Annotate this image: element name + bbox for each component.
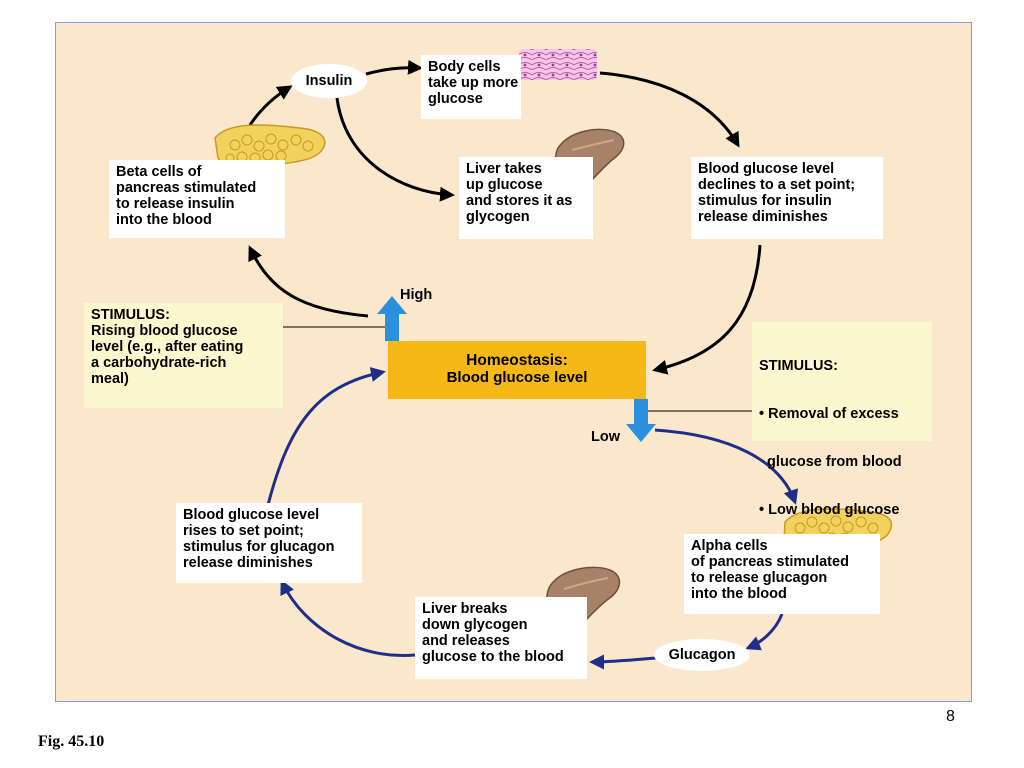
beta-cells-line: Beta cells of [116, 164, 202, 180]
homeostasis-title: Homeostasis: [466, 352, 568, 369]
arrow-rises-to-homeostasis [266, 367, 386, 506]
high-label: High [400, 287, 433, 303]
stimulus-high-line: STIMULUS: [91, 307, 170, 323]
liver-breaks-line: down glycogen [422, 617, 528, 633]
arrow-liver-breaks-to-rises [280, 579, 416, 658]
beta-cells-line: into the blood [116, 212, 212, 228]
declines-line: stimulus for insulin [698, 193, 832, 209]
stimulus-low-line: • Removal of excess [759, 406, 899, 422]
arrow-low-to-alpha [654, 428, 799, 505]
arrow-pancreas-to-insulin [248, 85, 293, 126]
beta-cells-line: to release insulin [116, 196, 235, 212]
declines-box: Blood glucose level declines to a set po… [691, 157, 883, 239]
liver-breaks-line: Liver breaks [422, 601, 508, 617]
liver-takes-line: Liver takes [466, 161, 542, 177]
declines-line: Blood glucose level [698, 161, 835, 177]
arrow-declines-to-homeostasis [652, 244, 762, 375]
rises-line: rises to set point; [183, 523, 304, 539]
arrow-alpha-to-glucagon [745, 613, 784, 651]
page-number: 8 [946, 708, 955, 725]
homeostasis-subtitle: Blood glucose level [446, 369, 588, 386]
arrow-body-cells-to-declines [599, 71, 740, 148]
stimulus-high-line: level (e.g., after eating [91, 339, 244, 355]
low-arrow-icon [626, 399, 656, 442]
stimulus-low-line: glucose from blood [759, 454, 902, 470]
arrow-glucagon-to-liver-breaks [589, 654, 657, 670]
body-cells-icon [519, 49, 597, 80]
beta-cells-box: Beta cells of pancreas stimulated to rel… [109, 160, 285, 238]
alpha-cells-line: of pancreas stimulated [691, 554, 849, 570]
body-cells-box: Body cells take up more glucose [421, 55, 521, 119]
liver-takes-box: Liver takes up glucose and stores it as … [459, 157, 593, 239]
stimulus-low-line: STIMULUS: [759, 358, 838, 374]
liver-breaks-box: Liver breaks down glycogen and releases … [415, 597, 587, 679]
insulin-oval: Insulin [291, 64, 367, 98]
alpha-cells-box: Alpha cells of pancreas stimulated to re… [684, 534, 880, 614]
beta-cells-line: pancreas stimulated [116, 180, 257, 196]
declines-line: release diminishes [698, 209, 828, 225]
liver-breaks-line: and releases [422, 633, 510, 649]
stimulus-high-line: a carbohydrate-rich [91, 355, 227, 371]
rises-line: stimulus for glucagon [183, 539, 335, 555]
homeostasis-box: Homeostasis: Blood glucose level [388, 341, 646, 399]
liver-breaks-line: glucose to the blood [422, 649, 564, 665]
body-cells-line: Body cells [428, 59, 501, 75]
alpha-cells-line: Alpha cells [691, 538, 768, 554]
liver-takes-line: up glucose [466, 177, 543, 193]
arrow-high-to-beta [248, 245, 369, 318]
arrow-insulin-to-body-cells [365, 59, 423, 76]
glucagon-oval: Glucagon [654, 639, 750, 671]
rises-box: Blood glucose level rises to set point; … [176, 503, 362, 583]
declines-line: declines to a set point; [698, 177, 856, 193]
stimulus-high-line: meal) [91, 371, 129, 387]
stimulus-low-line: • Low blood glucose [759, 502, 900, 518]
stimulus-high-box: STIMULUS: Rising blood glucose level (e.… [84, 303, 283, 408]
liver-takes-line: glycogen [466, 209, 530, 225]
low-label: Low [591, 429, 620, 445]
body-cells-line: glucose [428, 91, 483, 107]
high-arrow-icon [377, 296, 407, 341]
alpha-cells-line: to release glucagon [691, 570, 828, 586]
rises-line: release diminishes [183, 555, 313, 571]
body-cells-line: take up more [428, 75, 519, 91]
stimulus-low-box: STIMULUS: • Removal of excess glucose fr… [752, 322, 932, 614]
rises-line: Blood glucose level [183, 507, 320, 523]
liver-takes-line: and stores it as [466, 193, 573, 209]
arrow-insulin-to-liver [335, 97, 455, 202]
alpha-cells-line: into the blood [691, 586, 787, 602]
figure-label: Fig. 45.10 [38, 733, 105, 750]
stimulus-high-line: Rising blood glucose [91, 323, 238, 339]
